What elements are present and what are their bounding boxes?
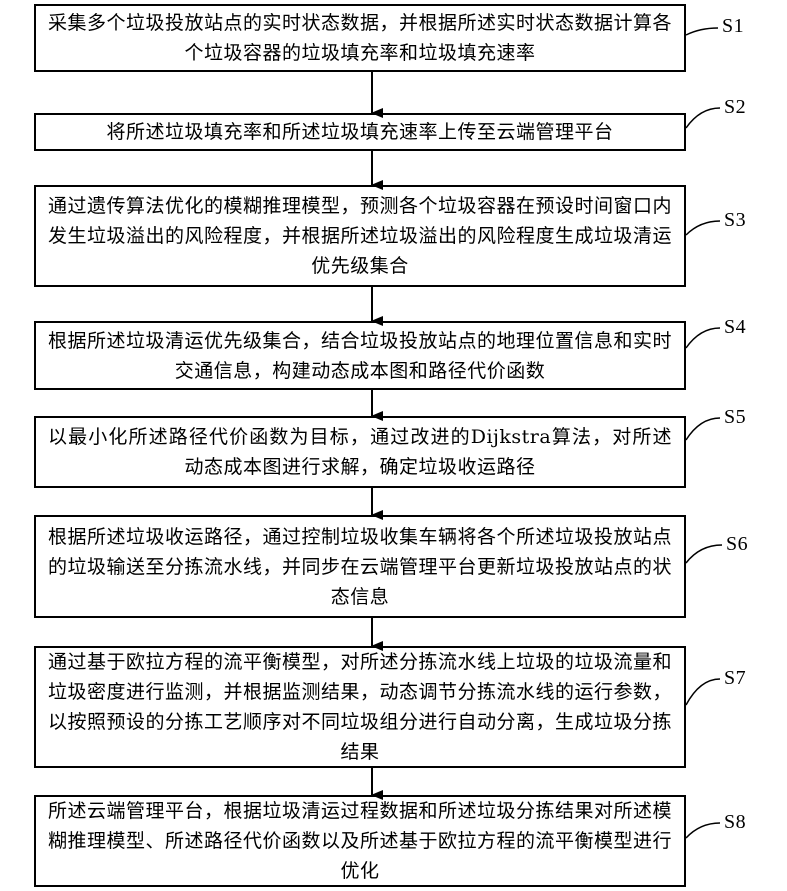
- step-text-s2: 将所述垃圾填充率和所述垃圾填充速率上传至云端管理平台: [48, 117, 672, 147]
- step-box-s7: 通过基于欧拉方程的流平衡模型，对所述分拣流水线上垃圾的垃圾流量和垃圾密度进行监测…: [34, 646, 686, 768]
- step-text-s5: 以最小化所述路径代价函数为目标，通过改进的Dijkstra算法，对所述动态成本图…: [48, 422, 672, 482]
- leader-s8: [686, 823, 720, 838]
- step-label-s6: S6: [726, 533, 748, 556]
- step-label-s1: S1: [722, 15, 744, 38]
- leader-s2: [686, 108, 720, 128]
- leader-s1: [686, 28, 718, 35]
- step-text-s6: 根据所述垃圾收运路径，通过控制垃圾收集车辆将各个所述垃圾投放站点的垃圾输送至分拣…: [48, 522, 672, 612]
- step-box-s5: 以最小化所述路径代价函数为目标，通过改进的Dijkstra算法，对所述动态成本图…: [34, 416, 686, 488]
- step-box-s2: 将所述垃圾填充率和所述垃圾填充速率上传至云端管理平台: [34, 113, 686, 151]
- step-label-s5: S5: [724, 406, 746, 429]
- step-box-s6: 根据所述垃圾收运路径，通过控制垃圾收集车辆将各个所述垃圾投放站点的垃圾输送至分拣…: [34, 515, 686, 618]
- step-box-s4: 根据所述垃圾清运优先级集合，结合垃圾投放站点的地理位置信息和实时交通信息，构建动…: [34, 321, 686, 390]
- step-label-s7: S7: [724, 667, 746, 690]
- step-text-s4: 根据所述垃圾清运优先级集合，结合垃圾投放站点的地理位置信息和实时交通信息，构建动…: [48, 326, 672, 386]
- step-label-s4: S4: [724, 316, 746, 339]
- leader-s6: [686, 545, 722, 563]
- leader-s4: [686, 328, 720, 348]
- step-text-s3: 通过遗传算法优化的模糊推理模型，预测各个垃圾容器在预设时间窗口内发生垃圾溢出的风…: [48, 191, 672, 281]
- step-box-s1: 采集多个垃圾投放站点的实时状态数据，并根据所述实时状态数据计算各个垃圾容器的垃圾…: [34, 4, 686, 72]
- step-label-s2: S2: [724, 96, 746, 119]
- leader-s3: [686, 221, 720, 235]
- step-text-s7: 通过基于欧拉方程的流平衡模型，对所述分拣流水线上垃圾的垃圾流量和垃圾密度进行监测…: [48, 647, 672, 767]
- step-box-s3: 通过遗传算法优化的模糊推理模型，预测各个垃圾容器在预设时间窗口内发生垃圾溢出的风…: [34, 185, 686, 287]
- step-text-s1: 采集多个垃圾投放站点的实时状态数据，并根据所述实时状态数据计算各个垃圾容器的垃圾…: [48, 8, 672, 68]
- leader-s5: [686, 418, 720, 440]
- step-label-s8: S8: [724, 811, 746, 834]
- step-box-s8: 所述云端管理平台，根据垃圾清运过程数据和所述垃圾分拣结果对所述模糊推理模型、所述…: [34, 795, 686, 887]
- step-label-s3: S3: [724, 209, 746, 232]
- step-text-s8: 所述云端管理平台，根据垃圾清运过程数据和所述垃圾分拣结果对所述模糊推理模型、所述…: [48, 796, 672, 886]
- leader-s7: [686, 679, 720, 705]
